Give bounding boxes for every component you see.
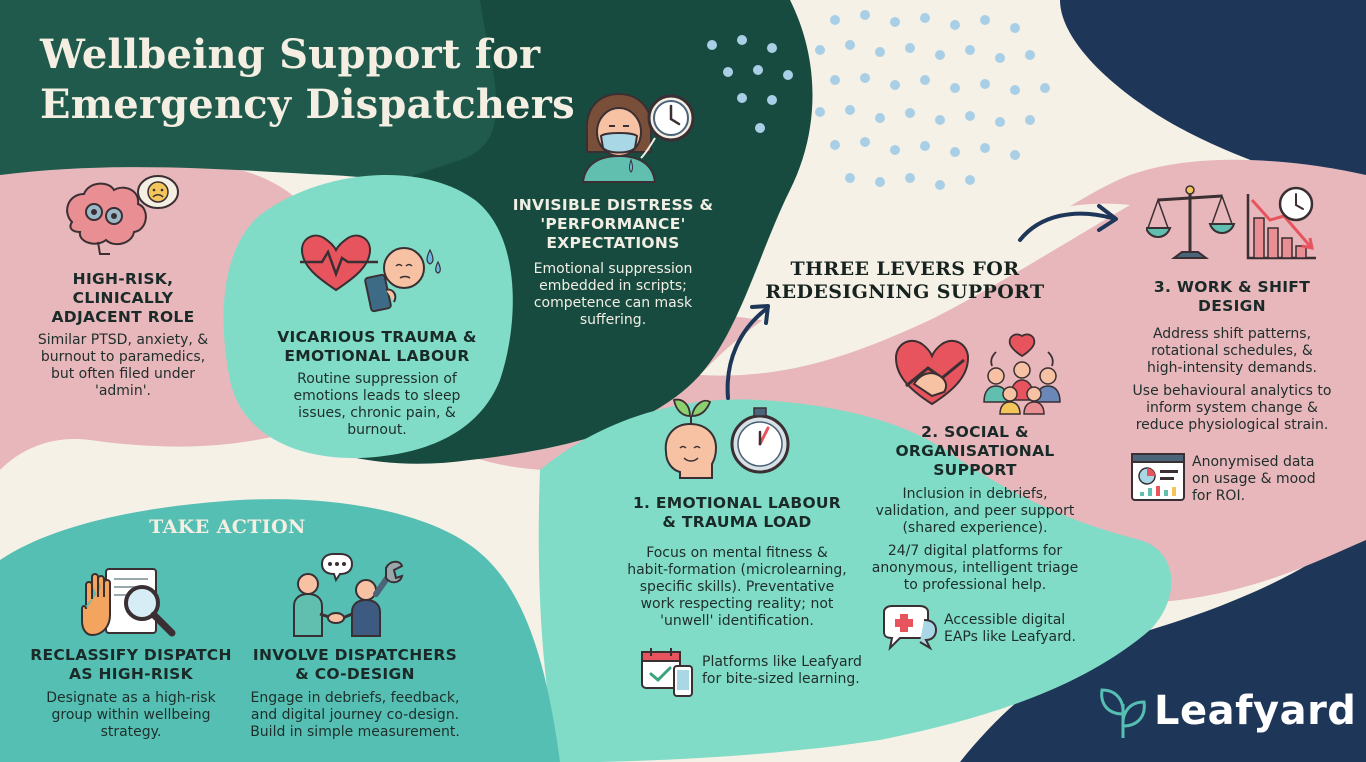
arrow-to-work-design [1018,211,1114,242]
heart-handshake-group-icon [894,333,1061,415]
masked-dispatcher-clock-icon [581,92,695,183]
lever-note-analytics: Anonymised data on usage & mood for ROI. [1192,454,1316,504]
navy-blob-top-right [1060,0,1366,200]
dark-teal-blob [0,0,650,184]
brand-name: Leafyard [1154,688,1357,734]
sprout-head-stopwatch-icon [664,398,790,479]
lever-note-eaps: Accessible digital EAPs like Leafyard. [944,612,1076,645]
navy-blob-bottom-right [960,520,1366,762]
challenge-card-vicarious-trauma: VICARIOUS TRAUMA & EMOTIONAL LABOUR Rout… [277,328,477,438]
leaf-logo-icon [1100,688,1146,738]
challenge-card-invisible-distress: INVISIBLE DISTRESS & 'PERFORMANCE' EXPEC… [512,196,714,328]
people-handshake-wrench-icon [293,553,404,637]
mint-band-lower [538,399,1172,762]
hand-magnifier-document-icon [81,568,176,637]
teal-blob-bottom-left [0,499,560,762]
brand-logo: Leafyard [1098,684,1356,744]
lever-card-social-support: 2. SOCIAL & ORGANISATIONAL SUPPORT Inclu… [871,423,1079,593]
take-action-heading: TAKE ACTION [149,516,306,538]
action-card-reclassify: RECLASSIFY DISPATCH AS HIGH-RISK Designa… [30,646,232,740]
heartbeat-crying-phone-icon [300,234,441,313]
brain-gears-worried-icon [66,175,179,255]
dot-pattern [707,10,1050,190]
dashboard-analytics-icon [1131,453,1185,501]
challenge-body: Similar PTSD, anxiety, & burnout to para… [37,332,209,399]
cream-swoosh [700,203,1130,376]
lever-note-platforms: Platforms like Leafyard for bite-sized l… [702,654,862,687]
mint-bubble-vicarious [223,174,513,459]
lever-card-emotional-labour: 1. EMOTIONAL LABOUR & TRAUMA LOAD Focus … [627,494,847,629]
chat-medical-icon [883,605,938,652]
challenge-heading: HIGH-RISK, CLINICALLY ADJACENT ROLE [51,270,195,326]
arrow-to-levers [725,308,767,400]
challenge-card-high-risk: HIGH-RISK, CLINICALLY ADJACENT ROLE Simi… [18,270,228,400]
lever-card-work-shift: 3. WORK & SHIFT DESIGN Address shift pat… [1132,278,1332,433]
scales-declining-chart-icon [1146,185,1316,260]
calendar-phone-icon [641,648,693,697]
page-title: Wellbeing Support for Emergency Dispatch… [40,31,575,128]
levers-heading: THREE LEVERS FOR REDESIGNING SUPPORT [765,258,1045,303]
action-card-co-design: INVOLVE DISPATCHERS & CO-DESIGN Engage i… [250,646,460,740]
